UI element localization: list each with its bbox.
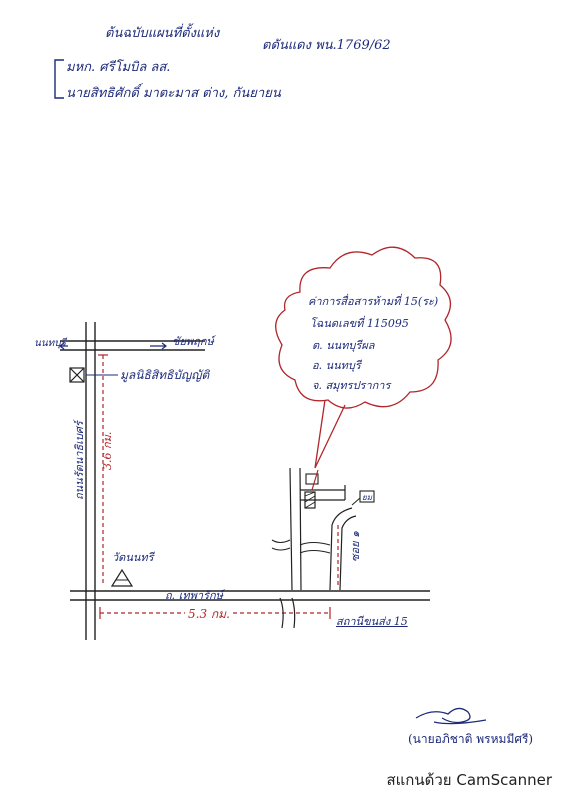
main-road-label: ถ. เทพารักษ์ xyxy=(165,589,223,602)
vertical-road-label: ถนนรัตนาธิเบศร์ xyxy=(73,421,86,500)
header-line2: มหก. ศรีโมบิล ลส. xyxy=(66,60,171,75)
vertical-distance-label: 3.6 กม. xyxy=(101,431,114,470)
intersection-label: สถานีขนส่ง 15 xyxy=(336,615,408,628)
small-box-label: ยม xyxy=(362,493,372,502)
landmark-label: มูลนิธิสิทธิบัญญัติ xyxy=(120,368,210,382)
temple-label: วัดนนทรี xyxy=(112,551,154,564)
note-line2: โฉนดเลขที่ 115095 xyxy=(310,317,409,330)
header-line1-right: ตดันแดง พน.1769/62 xyxy=(262,38,391,53)
road-label-east: ชัยพฤกษ์ xyxy=(172,335,214,348)
camscanner-watermark: สแกนด้วย CamScanner xyxy=(386,771,552,789)
note-line1: ค่าการสื่อสารห้ามที่ 15(ระ) xyxy=(308,295,439,308)
signature-scribble xyxy=(415,707,487,725)
note-line5: จ. สมุทรปราการ xyxy=(312,379,391,392)
header-bracket xyxy=(54,59,64,99)
signature-name: (นายอภิชาติ พรหมมีศรี) xyxy=(408,732,534,746)
header-line1-left: ต้นฉบับแผนที่ตั้งแห่ง xyxy=(105,26,220,41)
note-line3: ต. นนทบุรีผล xyxy=(312,339,375,352)
road-label-west: นนทบุรี xyxy=(34,338,66,349)
soi-label: ซอย ๑ xyxy=(349,531,362,562)
note-line4: อ. นนทบุรี xyxy=(312,359,361,372)
horizontal-distance-label: 5.3 กม. xyxy=(185,605,233,624)
header-line3: นายสิทธิศักดิ์ มาตะมาส ต่าง, กันยายน xyxy=(66,86,281,101)
